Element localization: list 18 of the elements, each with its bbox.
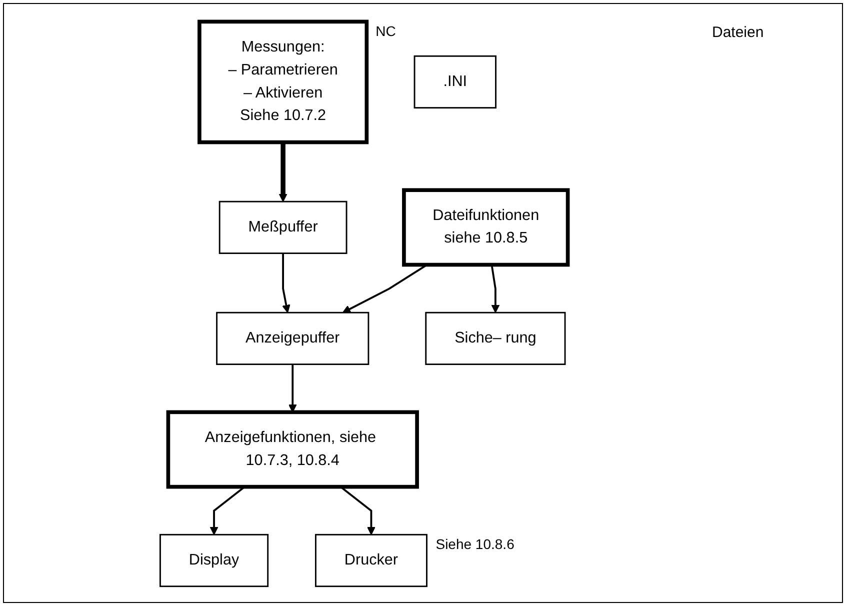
note-text: Dateien [712, 24, 765, 41]
side-note: NC [376, 22, 396, 39]
node-box: .INI [414, 55, 496, 109]
node-box: Display [159, 534, 269, 588]
arrow [490, 264, 500, 313]
arrow [288, 364, 297, 413]
arrow [282, 253, 290, 313]
node-box: Anzeigefunktionen, siehe 10.7.3, 10.8.4 [166, 410, 419, 489]
node-box: Meßpuffer [218, 200, 348, 254]
node-box: Anzeigepuffer [216, 312, 370, 366]
arrow [210, 486, 246, 536]
arrow [340, 486, 376, 536]
node-box: Siche– rung [425, 312, 566, 366]
node-box: Drucker [314, 534, 428, 588]
node-box: Messungen: – Parametrieren – Aktivieren Siehe 10.7.2 [198, 20, 369, 144]
node-box: Dateifunktionen siehe 10.8.5 [402, 188, 570, 267]
arrow [278, 142, 288, 202]
side-note: Siehe 10.8.6 [436, 536, 514, 552]
